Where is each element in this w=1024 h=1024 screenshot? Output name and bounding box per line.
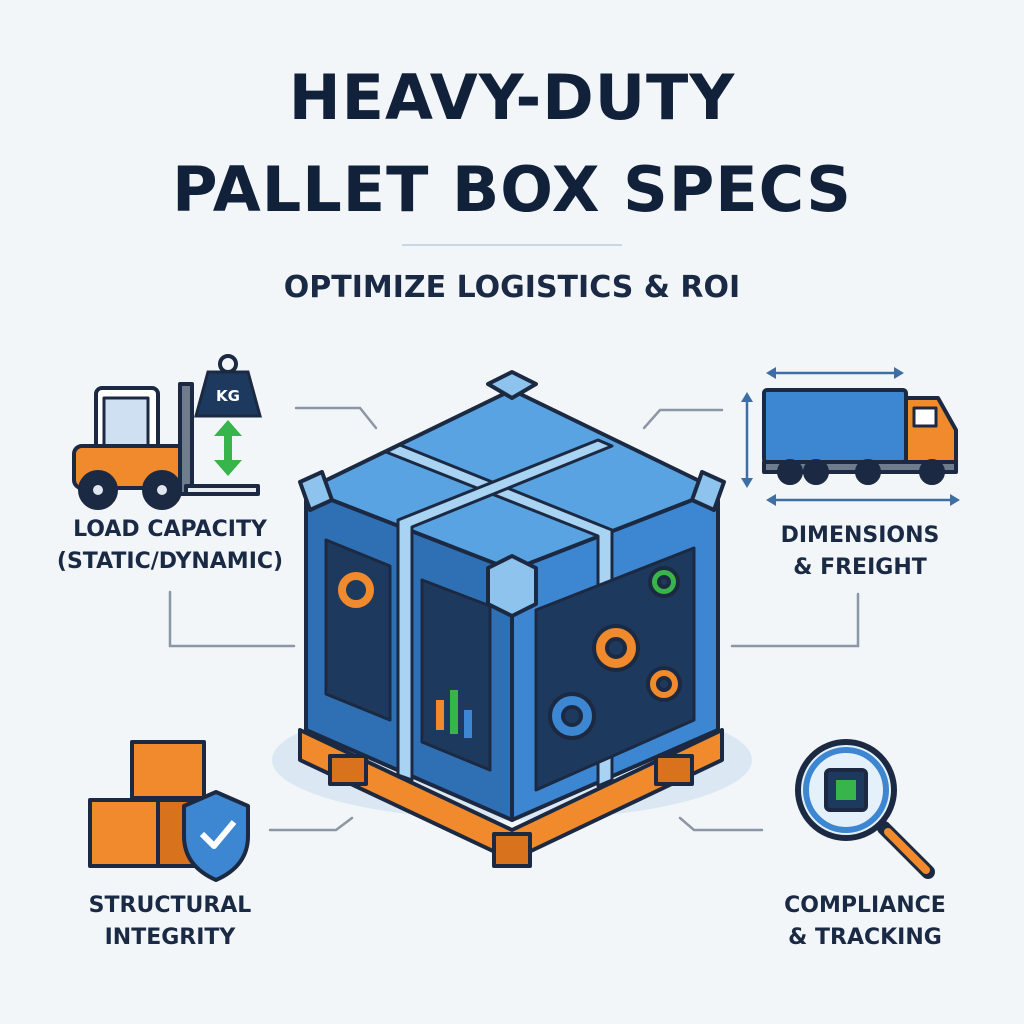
shield-check-icon <box>182 790 250 882</box>
feature-load-capacity-line1: LOAD CAPACITY <box>73 517 267 542</box>
feature-load-capacity-line2: (STATIC/DYNAMIC) <box>56 549 284 574</box>
feature-structural-line2: INTEGRITY <box>104 925 236 950</box>
pallet-box-illustration <box>272 370 752 868</box>
feature-compliance-line2: & TRACKING <box>788 925 942 950</box>
title-line-1: HEAVY-DUTY <box>288 61 736 134</box>
feature-structural: STRUCTURAL INTEGRITY <box>50 890 290 954</box>
feature-load-capacity: LOAD CAPACITY (STATIC/DYNAMIC) <box>30 514 310 578</box>
weight-tag: KG <box>216 387 240 405</box>
page-subtitle: OPTIMIZE LOGISTICS & ROI <box>283 270 741 305</box>
title-line-2: PALLET BOX SPECS <box>172 153 852 226</box>
dimension-arrows-icon <box>741 367 960 506</box>
truck-icon <box>762 388 958 485</box>
feature-compliance-line1: COMPLIANCE <box>784 893 946 918</box>
page-title: HEAVY-DUTY PALLET BOX SPECS <box>0 52 1024 236</box>
magnifier-chip-icon <box>795 739 935 879</box>
title-divider <box>402 244 622 246</box>
feature-dimensions: DIMENSIONS & FREIGHT <box>730 520 990 584</box>
weight-icon <box>194 354 262 418</box>
feature-structural-line1: STRUCTURAL <box>88 893 252 918</box>
pallet <box>298 728 724 868</box>
feature-compliance: COMPLIANCE & TRACKING <box>740 890 990 954</box>
forklift-icon <box>72 382 260 510</box>
up-down-arrow-icon <box>214 420 242 476</box>
feature-dimensions-line1: DIMENSIONS <box>780 523 940 548</box>
feature-dimensions-line2: & FREIGHT <box>793 555 927 580</box>
connector-lines <box>168 406 860 832</box>
